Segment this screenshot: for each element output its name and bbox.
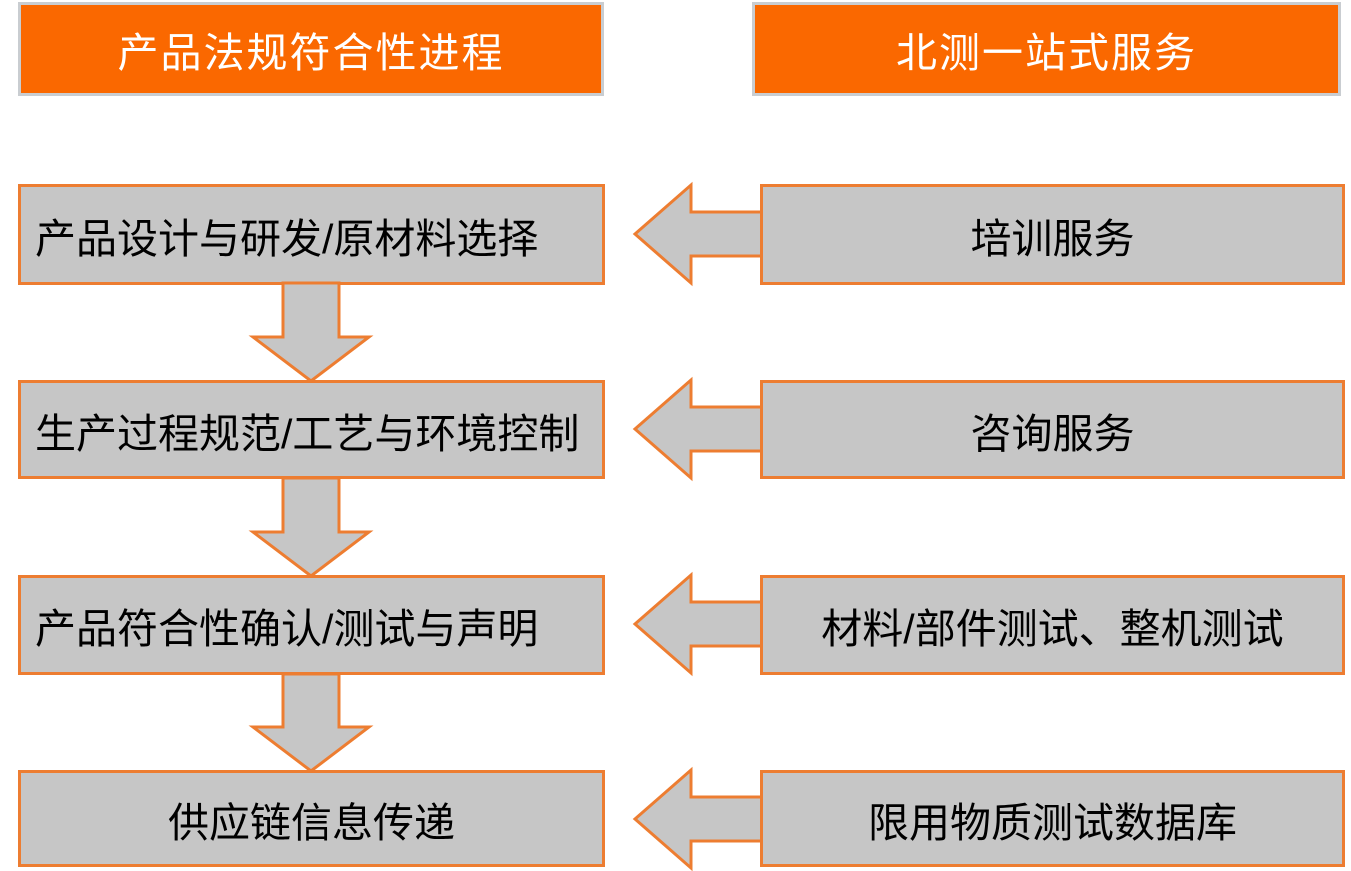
- process-step-label-3: 产品符合性确认/测试与声明: [35, 606, 539, 652]
- banner-process-title: 产品法规符合性进程: [18, 2, 604, 96]
- process-step-label-4: 供应链信息传递: [168, 799, 455, 846]
- down-arrow-icon-2: [248, 476, 374, 578]
- process-step-label-2: 生产过程规范/工艺与环境控制: [35, 410, 580, 457]
- left-arrow-icon-1: [632, 181, 768, 287]
- service-box-1[interactable]: 培训服务: [760, 184, 1345, 285]
- service-box-3[interactable]: 材料/部件测试、整机测试: [760, 575, 1345, 675]
- banner-process-title-text: 产品法规符合性进程: [117, 30, 505, 76]
- left-arrow-icon-2: [632, 376, 768, 482]
- service-label-2: 咨询服务: [970, 410, 1135, 457]
- process-step-box-3[interactable]: 产品符合性确认/测试与声明: [18, 575, 605, 675]
- service-box-4[interactable]: 限用物质测试数据库: [760, 770, 1345, 867]
- down-arrow-icon-3: [248, 672, 374, 773]
- left-arrow-icon-3: [632, 571, 768, 677]
- service-label-1: 培训服务: [970, 215, 1135, 262]
- process-step-box-4[interactable]: 供应链信息传递: [18, 770, 605, 867]
- service-box-2[interactable]: 咨询服务: [760, 380, 1345, 479]
- service-label-3: 材料/部件测试、整机测试: [821, 606, 1284, 652]
- process-step-box-2[interactable]: 生产过程规范/工艺与环境控制: [18, 380, 605, 479]
- banner-service-title-text: 北测一站式服务: [896, 30, 1197, 76]
- left-arrow-icon-4: [632, 766, 768, 871]
- down-arrow-icon-1: [248, 281, 374, 383]
- process-step-label-1: 产品设计与研发/原材料选择: [35, 215, 539, 262]
- process-step-box-1[interactable]: 产品设计与研发/原材料选择: [18, 184, 605, 285]
- service-label-4: 限用物质测试数据库: [868, 799, 1237, 846]
- banner-service-title: 北测一站式服务: [752, 2, 1341, 96]
